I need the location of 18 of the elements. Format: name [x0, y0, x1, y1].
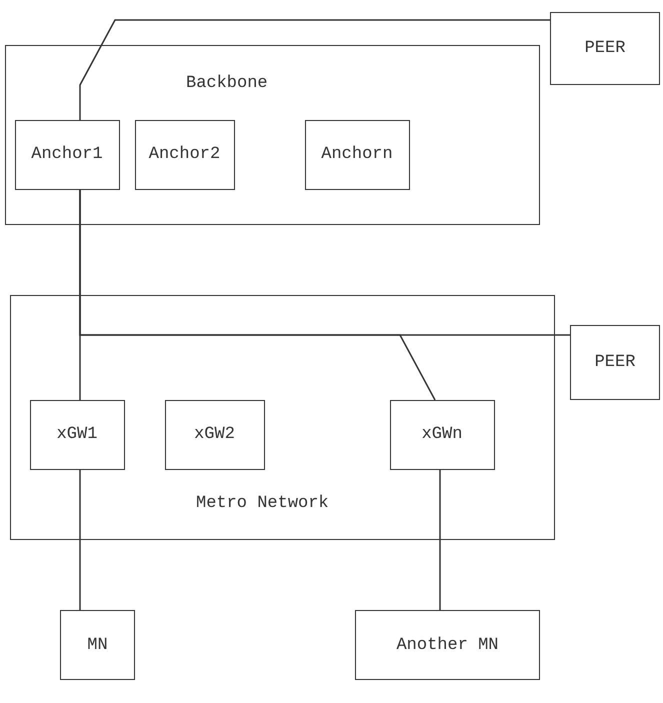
node-box: Anchor1: [14, 120, 120, 190]
node-box: xGW2: [164, 400, 264, 470]
node-box: Another MN: [355, 610, 540, 680]
region-label: Metro Network: [196, 494, 329, 513]
connector-line: [79, 190, 570, 336]
node-box: Anchor2: [134, 120, 234, 190]
node-box: xGW1: [30, 400, 124, 470]
node-box: PEER: [550, 12, 660, 85]
node-box: Anchorn: [304, 120, 410, 190]
network-region: [5, 45, 540, 225]
node-box: MN: [60, 610, 135, 680]
connector-line: [439, 470, 441, 610]
connector-line: [79, 19, 550, 120]
region-label: Backbone: [186, 74, 268, 93]
node-box: PEER: [570, 325, 660, 400]
node-box: xGWn: [390, 400, 494, 470]
connector-line: [79, 470, 81, 610]
network-region: [10, 295, 555, 540]
